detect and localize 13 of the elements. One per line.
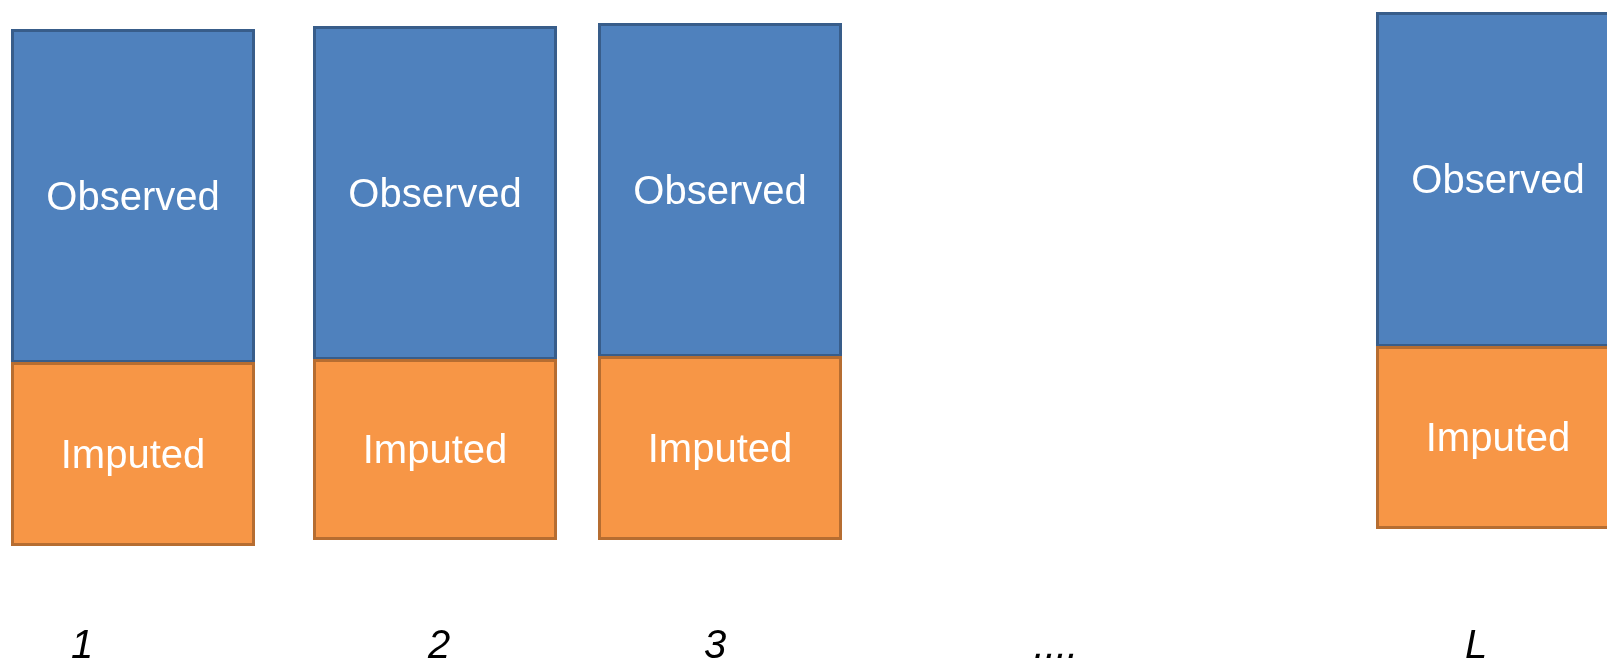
observed-block: Observed bbox=[313, 26, 557, 360]
column-label: .... bbox=[1033, 622, 1079, 661]
observed-block: Observed bbox=[598, 23, 842, 357]
column-label: 2 bbox=[427, 622, 451, 661]
imputed-block: Imputed bbox=[11, 362, 255, 546]
column-label: 1 bbox=[70, 622, 94, 661]
observed-block: Observed bbox=[11, 29, 255, 363]
column-label: 3 bbox=[703, 622, 727, 661]
imputed-block: Imputed bbox=[598, 356, 842, 540]
imputed-block: Imputed bbox=[1376, 346, 1607, 529]
column-label: L bbox=[1464, 622, 1488, 661]
imputed-block: Imputed bbox=[313, 359, 557, 540]
observed-block: Observed bbox=[1376, 12, 1607, 347]
